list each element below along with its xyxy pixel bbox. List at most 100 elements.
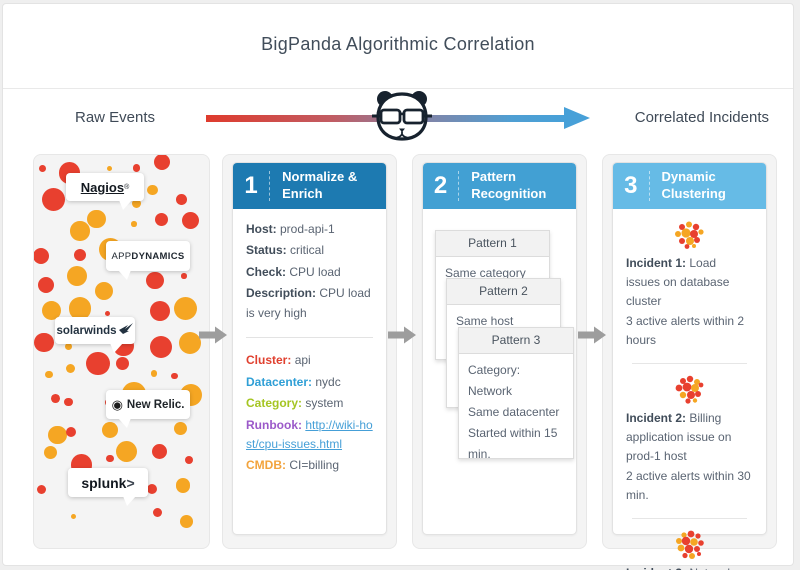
appdynamics-logo: APP (111, 250, 132, 262)
source-badge-solarwinds: solarwinds (55, 317, 135, 353)
source-badge-nagios: Nagios® (66, 173, 144, 210)
field-label: Datacenter: (246, 374, 316, 389)
event-dot (41, 301, 61, 321)
event-dot (51, 393, 60, 403)
event-dot (43, 445, 57, 459)
event-dot (65, 342, 72, 350)
field-value: CPU load (289, 264, 341, 279)
newrelic-logo: New Relic. (126, 398, 185, 411)
flow-arrow-icon (388, 326, 416, 344)
incident-text: Incident 1: Load issues on database clus… (626, 256, 745, 347)
step-2-header: 2 Pattern Recognition (423, 163, 576, 209)
pattern-header: Pattern 2 (447, 279, 560, 305)
incident-item: Incident 3: Network problem in NY datace… (626, 530, 753, 570)
field-value: system (305, 396, 344, 411)
field-value: nydc (315, 374, 341, 389)
correlated-incidents-label: Correlated Incidents (634, 109, 769, 126)
event-dot (48, 425, 68, 445)
event-dot (179, 331, 202, 355)
pattern-criterion: Started within 15 min. (468, 426, 558, 461)
event-dot (69, 297, 92, 320)
event-dot (150, 370, 157, 377)
event-dot (147, 184, 158, 196)
step-panel-dynamic-clustering: 3 Dynamic Clustering Incident 1: Load is… (602, 154, 777, 570)
step-number: 2 (433, 172, 448, 199)
incident-text: Incident 2: Billing application issue on… (626, 410, 751, 502)
field-label: Description: (246, 286, 320, 301)
event-dot (104, 310, 111, 317)
raw-events-label: Raw Events (75, 109, 156, 126)
event-dot (39, 164, 46, 172)
event-field: Host: prod-api-1 (246, 220, 373, 239)
event-dot (116, 357, 130, 371)
event-dot (70, 221, 90, 241)
field-value: api (294, 353, 311, 368)
field-value: critical (290, 243, 325, 258)
field-value: CI=billing (289, 458, 340, 473)
source-badge-splunk: splunk> (68, 468, 148, 506)
event-dot (45, 370, 53, 379)
event-dot (150, 336, 173, 358)
event-dot (181, 273, 187, 279)
event-field: Description: CPU load is very high (246, 284, 373, 323)
pattern-criterion: Same datacenter (468, 405, 560, 419)
event-dot (151, 444, 167, 460)
event-field: Check: CPU load (246, 263, 373, 282)
event-dot (116, 440, 138, 462)
event-field: Status: critical (246, 241, 373, 260)
event-dot (34, 332, 54, 353)
field-label: CMDB: (246, 458, 290, 473)
runbook-link[interactable]: http://wiki-host/cpu-issues.html (246, 417, 373, 451)
event-dot (174, 296, 198, 321)
step-header-divider (458, 171, 460, 201)
step-title: Pattern Recognition (471, 169, 547, 201)
alert-cluster-icon (676, 530, 704, 559)
event-field: CMDB: CI=billing (246, 456, 373, 475)
event-field: Runbook: http://wiki-host/cpu-issues.htm… (246, 416, 373, 455)
flow-arrow-icon (199, 326, 227, 344)
event-dot (146, 271, 164, 290)
event-dot (34, 248, 50, 265)
incident-text: Incident 3: Network problem in NY datace… (626, 564, 753, 570)
event-field: Category: system (246, 394, 373, 413)
solarwinds-swoosh-icon (118, 323, 133, 334)
incident-list: Incident 1: Load issues on database clus… (613, 209, 766, 570)
pattern-body: Same category (436, 257, 549, 290)
event-dot (87, 209, 107, 229)
event-dot (181, 211, 199, 229)
event-dot (180, 514, 193, 528)
event-dot (38, 277, 55, 294)
event-dot (131, 198, 142, 208)
event-dot (149, 300, 170, 321)
event-dot (73, 248, 87, 262)
field-label: Host: (246, 222, 280, 236)
incident-item: Incident 2: Billing application issue on… (626, 375, 753, 505)
event-dot (94, 281, 113, 301)
field-label: Runbook: (246, 417, 306, 432)
fields-divider (246, 337, 373, 339)
step-header-divider (269, 171, 271, 201)
incident-item: Incident 1: Load issues on database clus… (626, 220, 753, 350)
field-label: Status: (246, 243, 291, 258)
event-dot (147, 483, 158, 494)
field-label: Check: (246, 264, 290, 279)
event-dot (153, 155, 170, 170)
event-dot (63, 397, 73, 407)
appdynamics-logo: DYNAMICS (131, 250, 185, 262)
pattern-header: Pattern 1 (436, 231, 549, 257)
alert-cluster-icon (675, 375, 704, 404)
event-dot (70, 513, 77, 520)
event-dot (41, 187, 66, 212)
event-dot (171, 372, 178, 379)
event-dot (175, 194, 187, 205)
flow-gradient-arrowhead (564, 107, 590, 129)
header-divider (3, 88, 793, 89)
newrelic-circle-icon: ◉ (111, 397, 123, 412)
pattern-header: Pattern 3 (459, 328, 573, 354)
content-card: BigPanda Algorithmic Correlation Raw Eve… (2, 3, 794, 570)
alert-cluster-icon (675, 221, 704, 249)
